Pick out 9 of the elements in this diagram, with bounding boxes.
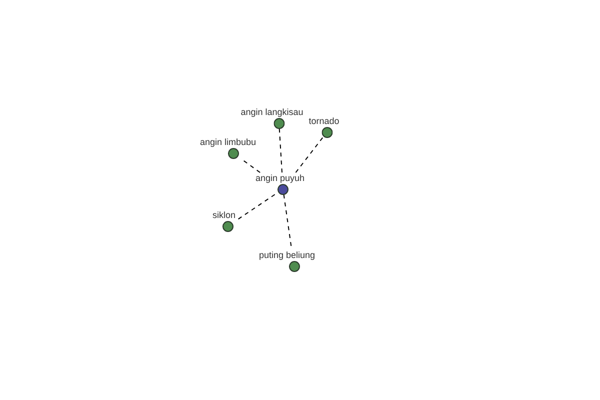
node-label: angin langkisau <box>240 106 304 118</box>
connector-line <box>278 128 282 173</box>
node-label: siklon <box>212 210 236 220</box>
connector-line <box>235 194 276 222</box>
connector-line <box>295 137 324 173</box>
node-label: puting beliung <box>258 250 316 260</box>
node-label: angin limbubu <box>200 136 256 148</box>
node-label: tornado <box>308 116 340 126</box>
node-label: angin puyuh <box>255 172 305 184</box>
